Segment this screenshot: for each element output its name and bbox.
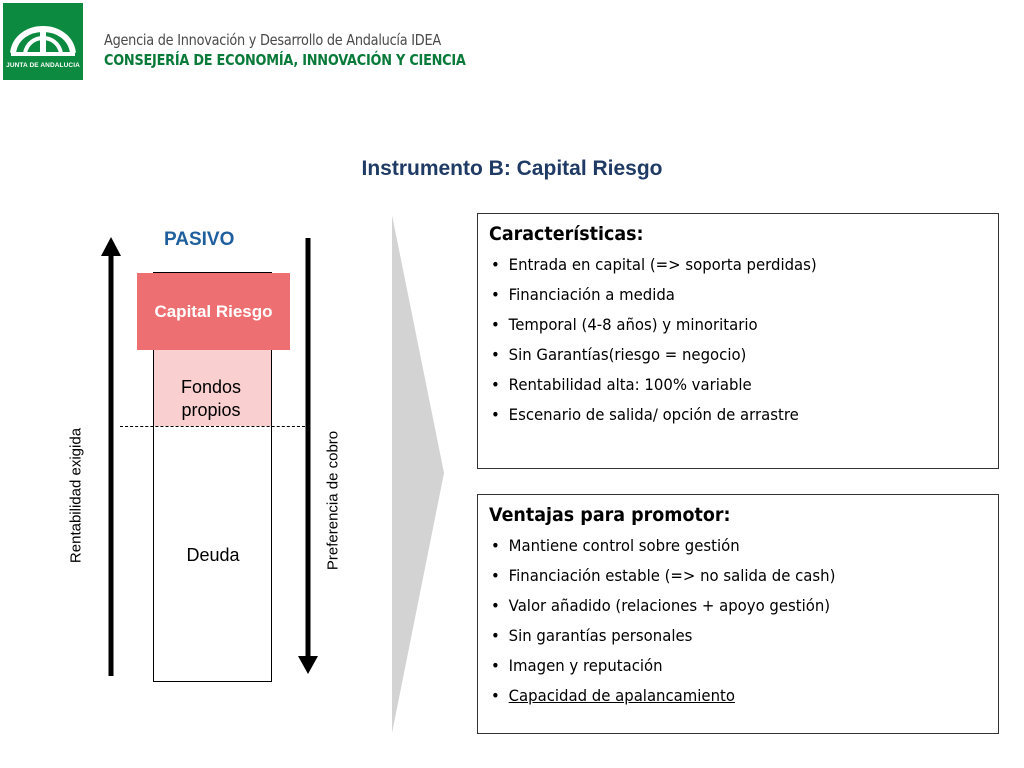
fondos-label-line1: Fondos: [180, 377, 242, 397]
preferencia-cobro-label: Preferencia de cobro: [324, 430, 342, 571]
list-item: •Financiación estable (=> no salida de c…: [491, 566, 836, 585]
caracteristicas-list: •Entrada en capital (=> soporta perdidas…: [491, 255, 841, 435]
deuda-label: Deuda: [186, 545, 240, 565]
arch-emblem-icon: [10, 26, 76, 56]
list-item: •Financiación a medida: [491, 285, 675, 304]
department-name: CONSEJERÍA DE ECONOMÍA, INNOVACIÓN Y CIE…: [104, 51, 466, 69]
list-item: •Imagen y reputación: [491, 656, 663, 675]
diagram-arrows: [101, 215, 444, 733]
fondos-label-line2: propios: [181, 400, 241, 420]
caracteristicas-box: Características: •Entrada en capital (=>…: [477, 213, 999, 469]
capital-riesgo-label: Capital Riesgo: [154, 302, 273, 321]
list-item: •Sin Garantías(riesgo = negocio): [491, 345, 747, 364]
pasivo-heading: PASIVO: [164, 229, 235, 250]
junta-logo: JUNTA DE ANDALUCIA: [3, 3, 83, 80]
ventajas-box: Ventajas para promotor: •Mantiene contro…: [477, 494, 999, 734]
fondos-propios-segment: [154, 350, 272, 426]
capital-riesgo-segment: [137, 273, 290, 350]
list-item: •Valor añadido (relaciones + apoyo gesti…: [491, 596, 831, 615]
apalancamiento-link[interactable]: Capacidad de apalancamiento: [508, 686, 735, 705]
liabilities-bar: [153, 272, 272, 682]
logo-text: JUNTA DE ANDALUCIA: [6, 62, 80, 69]
agency-name: Agencia de Innovación y Desarrollo de An…: [104, 31, 441, 49]
list-item: •Sin garantías personales: [491, 626, 693, 645]
list-item: •Entrada en capital (=> soporta perdidas…: [491, 255, 817, 274]
list-item: •Temporal (4-8 años) y minoritario: [491, 315, 758, 334]
list-item: •Capacidad de apalancamiento: [491, 686, 735, 705]
down-arrow-icon: [298, 238, 318, 674]
chevron-separator: [392, 215, 444, 733]
list-item: •Escenario de salida/ opción de arrastre: [491, 405, 799, 424]
list-item: •Mantiene control sobre gestión: [491, 536, 740, 555]
rentabilidad-exigida-label: Rentabilidad exigida: [67, 427, 85, 564]
slide-title: Instrumento B: Capital Riesgo: [361, 157, 663, 180]
up-arrow-icon: [101, 237, 121, 676]
ventajas-list: •Mantiene control sobre gestión •Financi…: [491, 536, 861, 716]
caracteristicas-heading: Características:: [489, 223, 644, 245]
fondos-propios-label: Fondos propios: [154, 376, 268, 422]
list-item: •Rentabilidad alta: 100% variable: [491, 375, 752, 394]
dashed-divider: [120, 426, 305, 427]
ventajas-heading: Ventajas para promotor:: [489, 504, 731, 526]
